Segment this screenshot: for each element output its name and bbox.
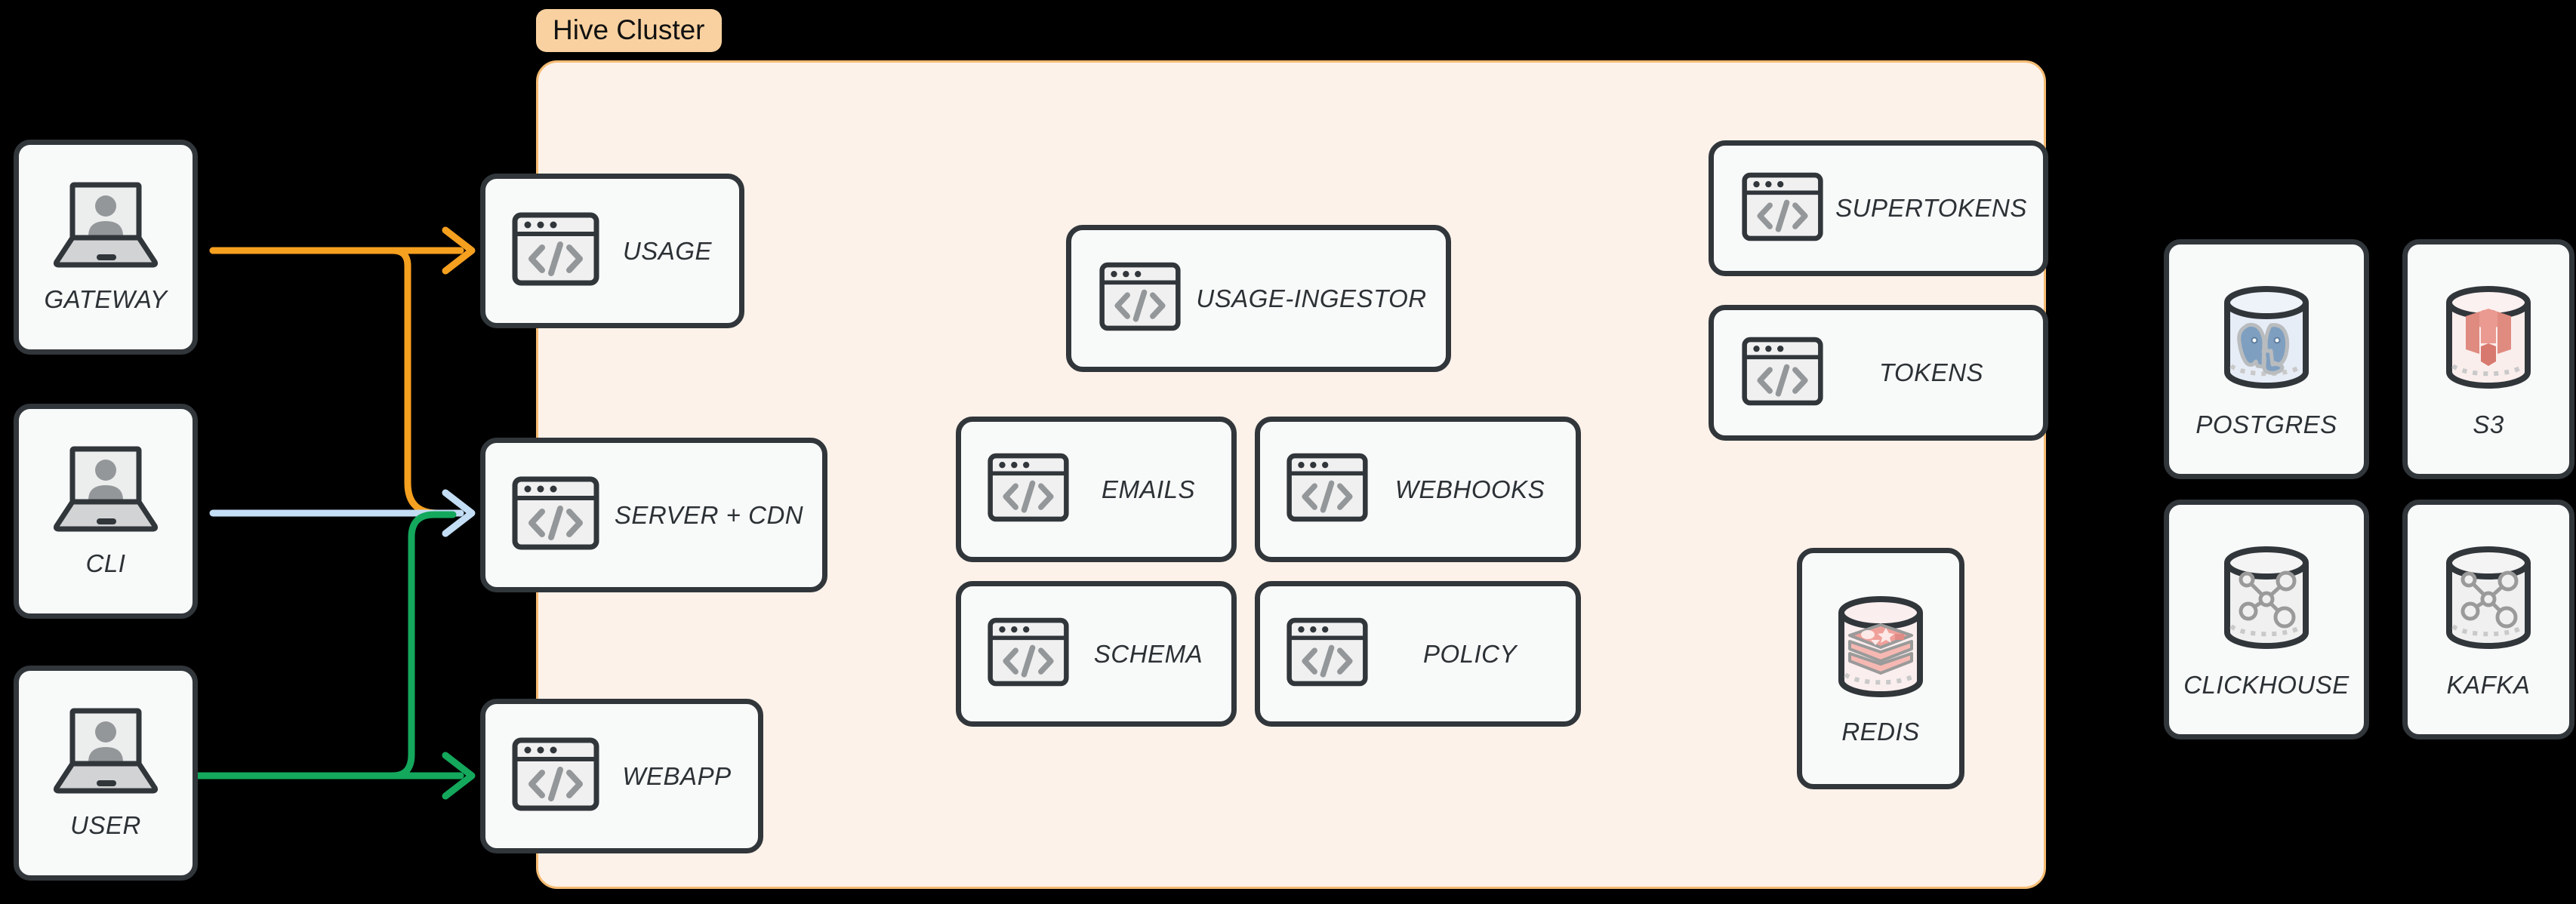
code-window-icon	[1714, 171, 1824, 246]
node-tokens[interactable]: TOKENS	[1709, 305, 2048, 441]
connection-gateway-to-usage	[209, 226, 476, 517]
node-usage[interactable]: USAGE	[480, 174, 744, 328]
node-label: EMAILS	[1101, 475, 1196, 503]
node-cli[interactable]: CLI	[14, 404, 198, 619]
node-redis[interactable]: REDIS	[1797, 548, 1964, 789]
node-label: USAGE-INGESTOR	[1196, 284, 1427, 312]
code-window-icon	[1714, 336, 1824, 410]
node-label: KAFKA	[2446, 670, 2531, 699]
postgres-database-icon	[2214, 280, 2319, 398]
network-database-icon	[2436, 540, 2541, 659]
node-server-cdn[interactable]: SERVER + CDN	[480, 438, 827, 592]
node-webapp[interactable]: WEBAPP	[480, 699, 763, 853]
code-window-icon	[1260, 451, 1369, 527]
code-window-icon	[961, 451, 1070, 527]
redis-database-icon	[1830, 592, 1931, 706]
node-postgres[interactable]: POSTGRES	[2164, 239, 2369, 479]
laptop-user-icon	[49, 180, 162, 273]
node-label: CLICKHOUSE	[2183, 670, 2350, 699]
node-label: SCHEMA	[1093, 639, 1203, 668]
node-supertokens[interactable]: SUPERTOKENS	[1709, 140, 2048, 276]
node-label: REDIS	[1841, 717, 1920, 746]
code-window-icon	[961, 616, 1070, 692]
laptop-user-icon	[49, 706, 162, 799]
node-webhooks[interactable]: WEBHOOKS	[1255, 417, 1581, 562]
node-label: S3	[2473, 410, 2504, 438]
node-label: CLI	[85, 549, 126, 577]
node-schema[interactable]: SCHEMA	[956, 581, 1237, 727]
node-label: WEBAPP	[622, 761, 732, 790]
node-kafka[interactable]: KAFKA	[2402, 500, 2574, 739]
node-label: USER	[70, 811, 141, 839]
node-label: TOKENS	[1878, 358, 1984, 386]
code-window-icon	[485, 736, 600, 816]
node-label: SUPERTOKENS	[1835, 194, 2027, 222]
node-label: USAGE	[622, 236, 713, 265]
node-gateway[interactable]: GATEWAY	[14, 140, 198, 355]
connection-user-to-webapp	[194, 752, 476, 800]
node-label: GATEWAY	[44, 285, 168, 313]
node-label: WEBHOOKS	[1394, 475, 1545, 503]
node-label: POLICY	[1422, 639, 1518, 668]
node-usage-ingestor[interactable]: USAGE-INGESTOR	[1066, 225, 1451, 372]
node-s3[interactable]: S3	[2402, 239, 2574, 479]
code-window-icon	[1071, 260, 1182, 337]
connection-cli-to-server-cdn	[209, 489, 476, 537]
connection-user-to-server-cdn	[194, 511, 457, 779]
code-window-icon	[1260, 616, 1369, 692]
node-label: SERVER + CDN	[614, 500, 804, 529]
node-user[interactable]: USER	[14, 666, 198, 881]
node-label: POSTGRES	[2195, 410, 2337, 438]
laptop-user-icon	[49, 444, 162, 537]
node-policy[interactable]: POLICY	[1255, 581, 1581, 727]
s3-database-icon	[2436, 280, 2541, 398]
code-window-icon	[485, 211, 600, 291]
node-clickhouse[interactable]: CLICKHOUSE	[2164, 500, 2369, 739]
code-window-icon	[485, 475, 600, 555]
node-emails[interactable]: EMAILS	[956, 417, 1237, 562]
network-database-icon	[2214, 540, 2319, 659]
hive-cluster-badge: Hive Cluster	[536, 9, 722, 52]
